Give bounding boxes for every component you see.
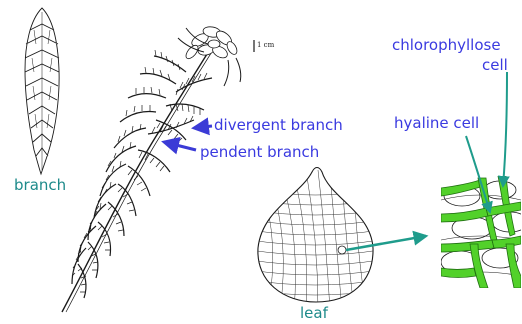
chlorophyllose-cell-arrow (503, 72, 507, 186)
main-plant-illustration (62, 26, 254, 312)
leaf-illustration (250, 168, 380, 311)
pendent-branch-label: pendent branch (200, 145, 319, 160)
chlorophyllose-label-line2: cell (482, 58, 508, 73)
divergent-branch-label: divergent branch (214, 118, 343, 133)
divergent-branch-arrow (194, 126, 212, 128)
branch-label: branch (14, 178, 66, 193)
scale-label: 1 cm (257, 42, 274, 49)
leaf-label: leaf (300, 306, 328, 321)
branch-illustration (25, 8, 59, 174)
hyaline-cell-label: hyaline cell (394, 116, 479, 131)
chlorophyllose-label-line1: chlorophyllose (392, 38, 501, 53)
cell-detail-illustration (441, 176, 522, 288)
pendent-branch-arrow (164, 142, 196, 150)
